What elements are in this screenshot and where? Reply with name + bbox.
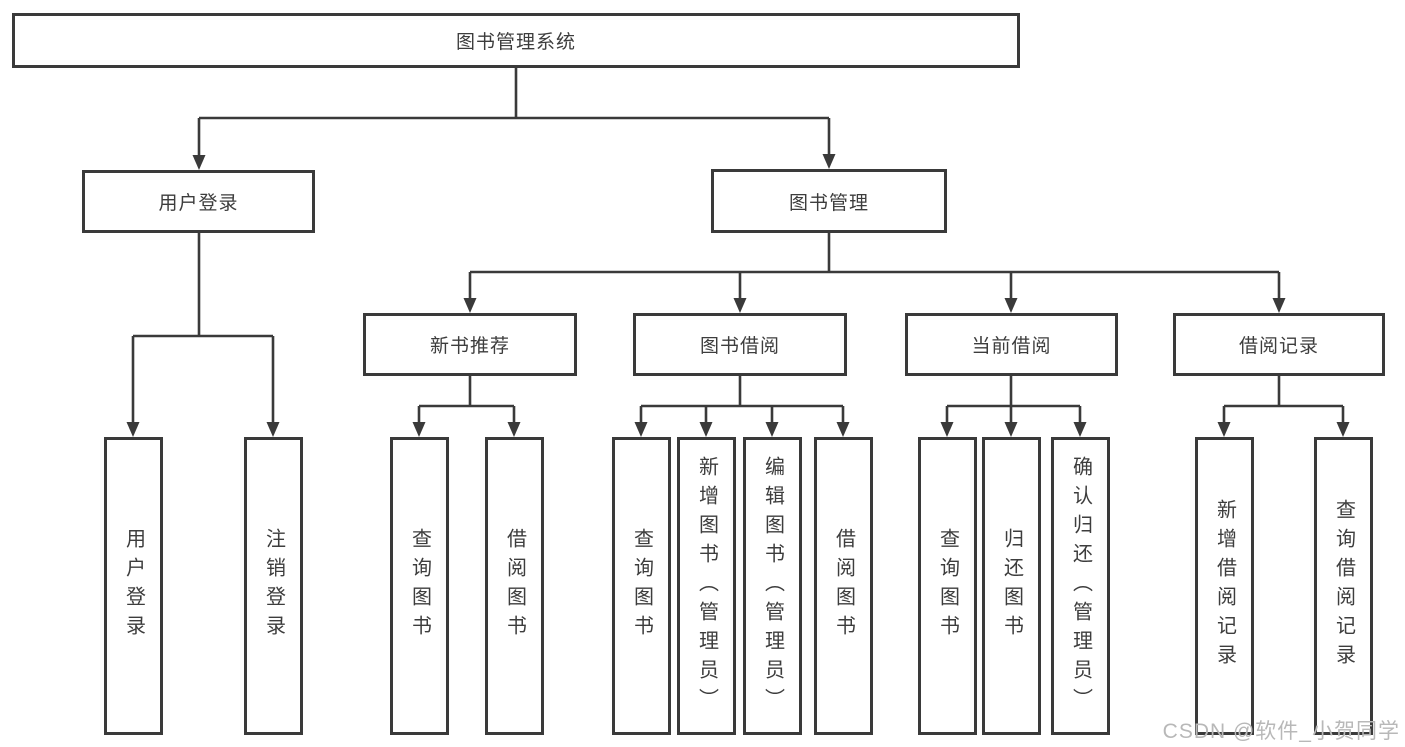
- node-user-login: 用户登录: [82, 170, 315, 233]
- leaf-bb-edit-books-admin: 编辑图书（管理员）: [743, 437, 802, 735]
- leaf-cb-return-books: 归还图书: [982, 437, 1041, 735]
- leaf-br-add-record: 新增借阅记录: [1195, 437, 1254, 735]
- leaf-logout-label: 注销登录: [262, 528, 285, 644]
- edge-newbooks-split: [417, 376, 516, 424]
- node-book-borrow-label: 图书借阅: [699, 336, 780, 357]
- node-root-label: 图书管理系统: [455, 32, 576, 53]
- leaf-cb-return-books-label: 归还图书: [1000, 528, 1023, 644]
- leaf-cb-confirm-return-admin: 确认归还（管理员）: [1051, 437, 1110, 735]
- leaf-br-add-record-label: 新增借阅记录: [1213, 499, 1236, 673]
- edge-books-split: [468, 233, 1281, 300]
- leaf-cb-query-books: 查询图书: [918, 437, 977, 735]
- csdn-watermark: CSDN @软件_小贺同学: [1162, 720, 1400, 743]
- node-book-mgmt: 图书管理: [711, 169, 947, 233]
- leaf-bb-borrow-books-label: 借阅图书: [832, 528, 855, 644]
- edge-current-split: [945, 376, 1082, 424]
- node-borrow-records-label: 借阅记录: [1238, 336, 1319, 357]
- node-book-borrow: 图书借阅: [633, 313, 847, 376]
- leaf-user-login: 用户登录: [104, 437, 163, 735]
- edge-root-split: [197, 68, 831, 157]
- edge-user-split: [131, 233, 275, 424]
- leaf-nb-borrow-books: 借阅图书: [485, 437, 544, 735]
- leaf-nb-query-books-label: 查询图书: [408, 528, 431, 644]
- node-current-borrow-label: 当前借阅: [971, 336, 1052, 357]
- leaf-bb-query-books: 查询图书: [612, 437, 671, 735]
- leaf-bb-add-books-admin-label: 新增图书（管理员）: [695, 455, 718, 717]
- node-new-books: 新书推荐: [363, 313, 577, 376]
- leaf-bb-add-books-admin: 新增图书（管理员）: [677, 437, 736, 735]
- node-root: 图书管理系统: [12, 13, 1020, 68]
- edge-borrow-split: [639, 376, 845, 424]
- leaf-br-query-record-label: 查询借阅记录: [1332, 499, 1355, 673]
- node-borrow-records: 借阅记录: [1173, 313, 1385, 376]
- leaf-user-login-label: 用户登录: [122, 528, 145, 644]
- leaf-nb-query-books: 查询图书: [390, 437, 449, 735]
- node-current-borrow: 当前借阅: [905, 313, 1118, 376]
- node-user-login-label: 用户登录: [158, 193, 239, 214]
- leaf-cb-query-books-label: 查询图书: [936, 528, 959, 644]
- leaf-cb-confirm-return-admin-label: 确认归还（管理员）: [1069, 455, 1092, 717]
- leaf-bb-edit-books-admin-label: 编辑图书（管理员）: [761, 455, 784, 717]
- leaf-bb-borrow-books: 借阅图书: [814, 437, 873, 735]
- leaf-logout: 注销登录: [244, 437, 303, 735]
- leaf-bb-query-books-label: 查询图书: [630, 528, 653, 644]
- edge-records-split: [1222, 376, 1345, 424]
- leaf-br-query-record: 查询借阅记录: [1314, 437, 1373, 735]
- leaf-nb-borrow-books-label: 借阅图书: [503, 528, 526, 644]
- node-new-books-label: 新书推荐: [429, 336, 510, 357]
- node-book-mgmt-label: 图书管理: [788, 192, 869, 214]
